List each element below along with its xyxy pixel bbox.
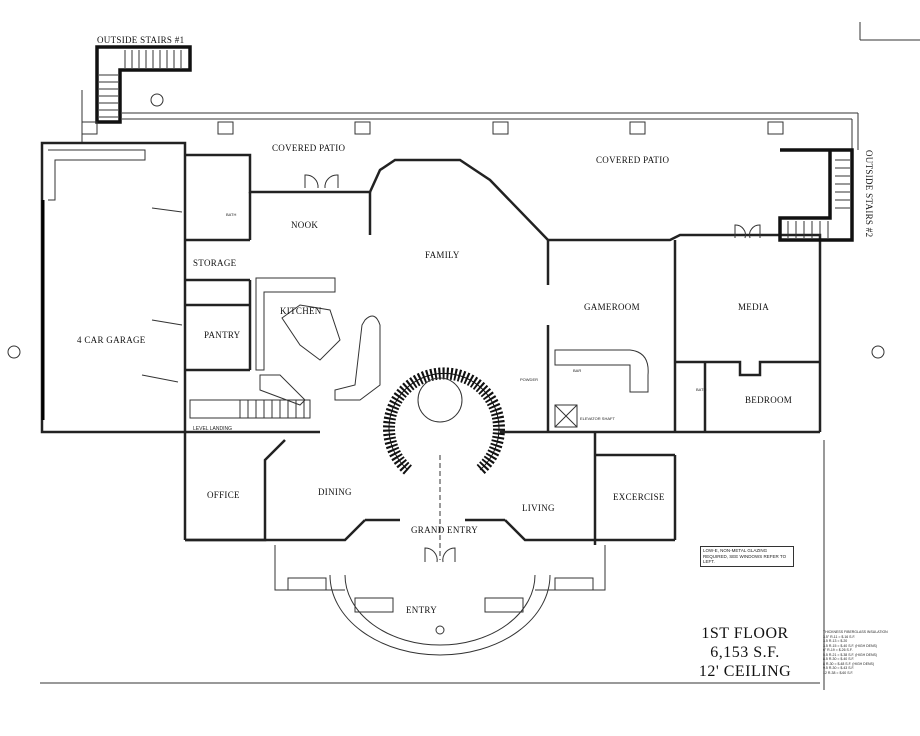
label-gameroom: GAMEROOM [584,302,640,312]
bar-counter [554,349,649,393]
label-outside-stairs-1: OUTSIDE STAIRS #1 [97,35,184,45]
label-nook: NOOK [291,220,318,230]
house-walls [183,153,822,545]
label-grand-entry: GRAND ENTRY [411,525,478,535]
label-media: MEDIA [738,302,769,312]
label-exercise: EXCERCISE [613,492,665,502]
label-elevator: ELEVATOR SHAFT [580,416,615,421]
section-marker [150,93,164,107]
elevator-x [554,404,578,428]
leader-line [151,207,183,213]
elevator-shaft [554,404,578,428]
label-living: LIVING [522,503,555,513]
label-family: FAMILY [425,250,460,260]
garage-walls [40,141,187,434]
label-entry: ENTRY [406,605,437,615]
floor-name: 1ST FLOOR [701,625,789,642]
label-office: OFFICE [207,490,240,500]
garage-step [48,149,146,201]
leader-line [141,374,179,383]
outside-stairs-1 [95,45,192,124]
patio-doors [304,174,761,563]
label-bath: BATH [696,387,706,392]
label-kitchen: KITCHEN [280,306,322,316]
elevation-marker-right [871,345,885,359]
label-outside-stairs-2: OUTSIDE STAIRS #2 [864,150,874,237]
ceiling-height: 12' CEILING [698,663,792,680]
label-bar: BAR [573,368,581,373]
label-level-landing: LEVEL LANDING [193,426,232,432]
glazing-note: LOW-E, NON-METAL GLAZING REQUIRED, SEE W… [700,546,794,567]
label-bedroom: BEDROOM [745,395,792,405]
landing-stair [189,399,311,419]
label-powder: POWDER [520,377,538,382]
leader-line [151,319,183,326]
elevation-marker-left [7,345,21,359]
outside-stairs-2 [778,148,854,242]
floor-area: 6,153 S.F. [710,644,780,661]
kitchen-counters [255,277,381,406]
label-covered-patio-right: COVERED PATIO [596,155,670,165]
label-pantry: PANTRY [204,330,241,340]
patio-edge [81,90,859,150]
entry-porch [274,545,606,656]
label-storage: STORAGE [193,258,237,268]
floor-title: 1ST FLOOR 6,153 S.F. 12' CEILING [690,624,800,681]
grand-staircase [383,367,505,475]
insulation-table: THICKNESS FIBERGLASS INSULATION 3.5" R-1… [823,630,888,675]
label-garage: 4 CAR GARAGE [77,335,146,345]
label-covered-patio-left: COVERED PATIO [272,143,346,153]
label-dining: DINING [318,487,352,497]
label-bath: BATH [226,212,236,217]
